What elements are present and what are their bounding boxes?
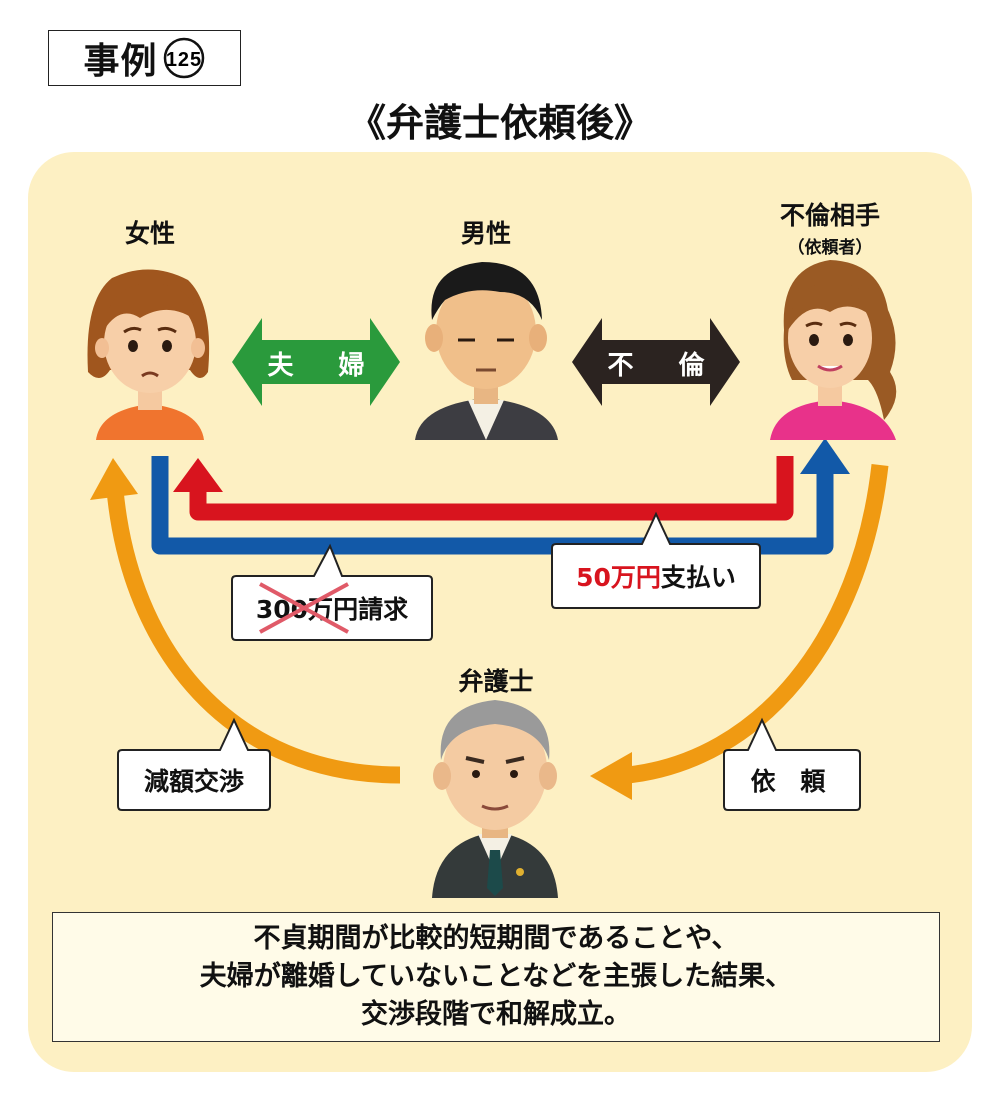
payment-suffix: 支払い xyxy=(660,563,736,592)
affair-partner-label: 不倫相手 xyxy=(779,201,880,230)
case-number: 125 xyxy=(165,49,201,71)
woman-label: 女性 xyxy=(124,219,175,248)
page-title: 《弁護士依頼後》 xyxy=(347,101,652,145)
result-line-2: 夫婦が離婚していないことなどを主張した結果、 xyxy=(199,961,793,992)
affair-partner-figure xyxy=(770,260,897,440)
request-callout: 依 頼 xyxy=(750,767,834,796)
case-label-text: 事例 xyxy=(83,41,158,82)
case-number-badge: 125 xyxy=(163,37,204,79)
negotiation-callout-bubble xyxy=(117,717,271,811)
strikethrough-x-icon xyxy=(258,582,349,634)
request-callout-bubble xyxy=(723,717,861,811)
request-arrowhead xyxy=(590,752,632,800)
claim-suffix: 請求 xyxy=(358,595,409,624)
payment-amount: 50万円 xyxy=(576,563,661,592)
man-figure xyxy=(415,262,558,440)
result-line-1: 不貞期間が比較的短期間であることや、 xyxy=(253,923,739,954)
affair-partner-note: （依頼者） xyxy=(787,238,873,258)
married-double-arrow xyxy=(232,318,400,406)
claim-flow-arrow xyxy=(151,456,834,555)
result-summary: 不貞期間が比較的短期間であることや、 夫婦が離婚していないことなどを主張した結果… xyxy=(52,912,940,1042)
negotiation-callout: 減額交渉 xyxy=(143,767,244,796)
lawyer-label: 弁護士 xyxy=(458,667,534,696)
request-arrow xyxy=(627,464,889,784)
negotiation-arrowhead xyxy=(90,458,138,500)
affair-double-arrow xyxy=(572,318,740,406)
payment-callout: 50万円 支払い xyxy=(552,544,760,608)
payment-flow-arrowhead xyxy=(173,458,223,492)
payment-flow-arrow xyxy=(189,456,794,521)
married-label: 夫 婦 xyxy=(267,351,383,381)
affair-label: 不 倫 xyxy=(607,351,723,381)
claim-amount-struck: 300万円 xyxy=(256,582,358,634)
lawyer-figure xyxy=(432,700,558,898)
payment-callout-bubble xyxy=(551,511,761,609)
claim-callout: 300万円 請求 xyxy=(232,576,432,640)
result-line-3: 交渉段階で和解成立。 xyxy=(361,999,631,1030)
man-label: 男性 xyxy=(460,219,511,248)
claim-flow-arrowhead xyxy=(800,438,850,474)
negotiation-arrow xyxy=(106,489,401,784)
woman-figure xyxy=(87,269,210,440)
case-label: 事例 125 xyxy=(48,30,241,86)
